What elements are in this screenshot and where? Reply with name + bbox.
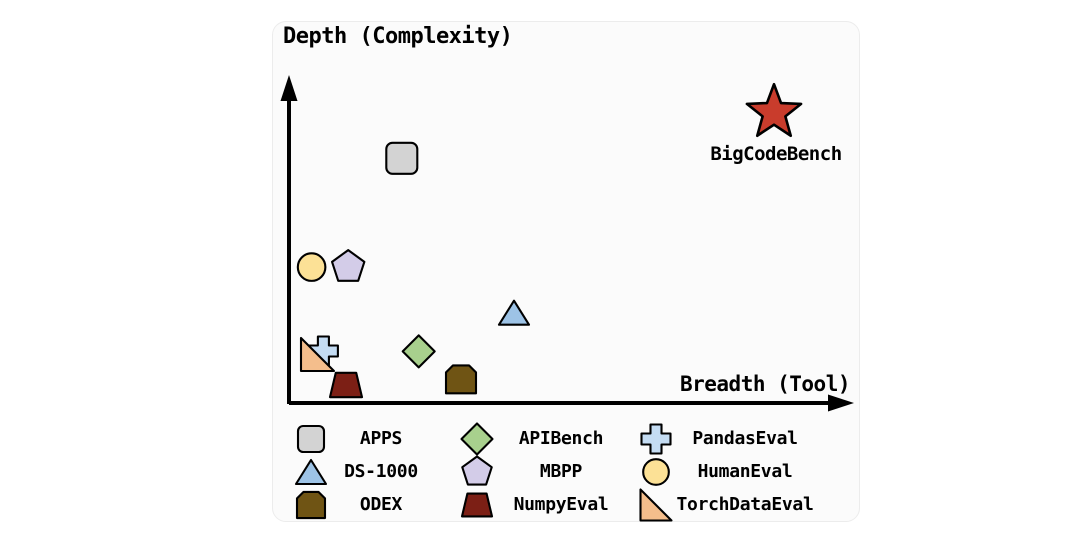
marker-ds-1000-icon <box>497 299 531 326</box>
marker-odex-icon <box>444 364 478 395</box>
legend-label: APPS <box>359 428 403 449</box>
legend-item-odex: ODEX <box>294 488 434 521</box>
legend-marker-apps-icon <box>296 424 326 453</box>
legend-marker-apibench-icon <box>460 421 494 456</box>
legend-item-apibench: APIBench <box>460 421 628 456</box>
legend-label: TorchDataEval <box>676 494 814 515</box>
legend-item-torchdataeval: TorchDataEval <box>639 487 817 522</box>
y-axis-label: Depth (Complexity) <box>283 24 513 49</box>
legend-marker-ds-1000-icon <box>294 458 328 485</box>
legend-item-apps: APPS <box>294 422 434 455</box>
x-axis-arrowhead-icon <box>828 394 854 412</box>
legend-marker-odex-icon <box>295 490 327 519</box>
legend-item-humaneval: HumanEval <box>639 455 817 488</box>
legend-label: ODEX <box>359 494 403 515</box>
legend-item-ds-1000: DS-1000 <box>294 455 434 488</box>
x-axis-label: Breadth (Tool) <box>679 372 851 396</box>
marker-humaneval-icon <box>296 252 327 282</box>
legend-label: PandasEval <box>692 428 798 449</box>
marker-numpyeval-icon <box>328 371 364 399</box>
bigcodebench-label: BigCodeBench <box>710 143 842 165</box>
marker-bigcodebench-icon <box>745 82 803 138</box>
legend-marker-numpyeval-icon <box>460 492 494 517</box>
legend-marker-pandaseval-icon <box>640 422 672 455</box>
marker-apibench-icon <box>401 334 436 369</box>
marker-mbpp-icon <box>330 249 366 282</box>
legend-label: NumpyEval <box>513 494 609 515</box>
legend-label: DS-1000 <box>344 461 418 482</box>
legend-label: APIBench <box>518 428 604 449</box>
legend-item-pandaseval: PandasEval <box>639 422 817 455</box>
legend-item-numpyeval: NumpyEval <box>460 488 628 521</box>
legend-label: HumanEval <box>697 461 793 482</box>
legend-marker-mbpp-icon <box>461 454 493 486</box>
legend-marker-humaneval-icon <box>642 457 670 486</box>
legend-item-mbpp: MBPP <box>460 454 628 488</box>
legend-label: MBPP <box>539 461 583 482</box>
marker-apps-icon <box>385 141 419 175</box>
chart-panel: Depth (Complexity) Breadth (Tool) BigCod… <box>272 21 860 522</box>
marker-torchdataeval-icon <box>299 336 336 373</box>
legend-marker-torchdataeval-icon <box>639 487 673 522</box>
y-axis-arrowhead-icon <box>280 75 298 101</box>
scatter-plot <box>280 75 854 412</box>
